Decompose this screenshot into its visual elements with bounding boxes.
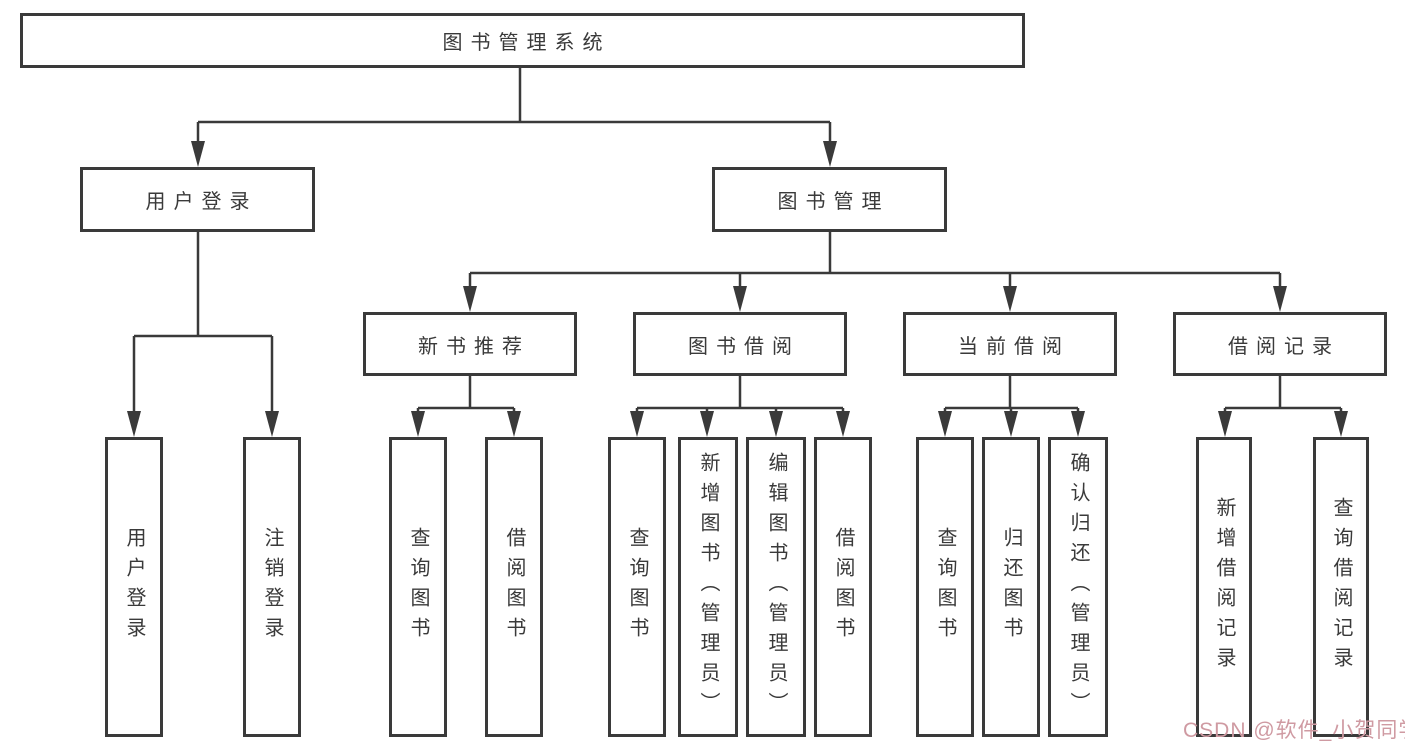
leaf-query-borrow-record: 查询借阅记录: [1313, 437, 1369, 737]
node-borrow-records: 借阅记录: [1173, 312, 1387, 376]
branch-user-login: 用户登录: [80, 167, 315, 232]
node-book-borrow: 图书借阅: [633, 312, 847, 376]
leaf-query-book-borrow: 查询图书: [608, 437, 666, 737]
branch-book-management: 图书管理: [712, 167, 947, 232]
node-new-book-recommend: 新书推荐: [363, 312, 577, 376]
leaf-borrow-book-recommend: 借阅图书: [485, 437, 543, 737]
leaf-add-borrow-record: 新增借阅记录: [1196, 437, 1252, 737]
leaf-user-login: 用户登录: [105, 437, 163, 737]
node-library-management-system: 图书管理系统: [20, 13, 1025, 68]
leaf-borrow-book: 借阅图书: [814, 437, 872, 737]
leaf-return-book: 归还图书: [982, 437, 1040, 737]
leaf-confirm-return-admin: 确认归还（管理员）: [1048, 437, 1108, 737]
leaf-query-book-current: 查询图书: [916, 437, 974, 737]
leaf-edit-book-admin: 编辑图书（管理员）: [746, 437, 806, 737]
leaf-logout-login: 注销登录: [243, 437, 301, 737]
node-current-borrow: 当前借阅: [903, 312, 1117, 376]
csdn-watermark: CSDN @软件_小贺同学: [1183, 719, 1405, 742]
arrowheads: [127, 141, 1348, 437]
leaf-add-book-admin: 新增图书（管理员）: [678, 437, 738, 737]
leaf-query-book-recommend: 查询图书: [389, 437, 447, 737]
